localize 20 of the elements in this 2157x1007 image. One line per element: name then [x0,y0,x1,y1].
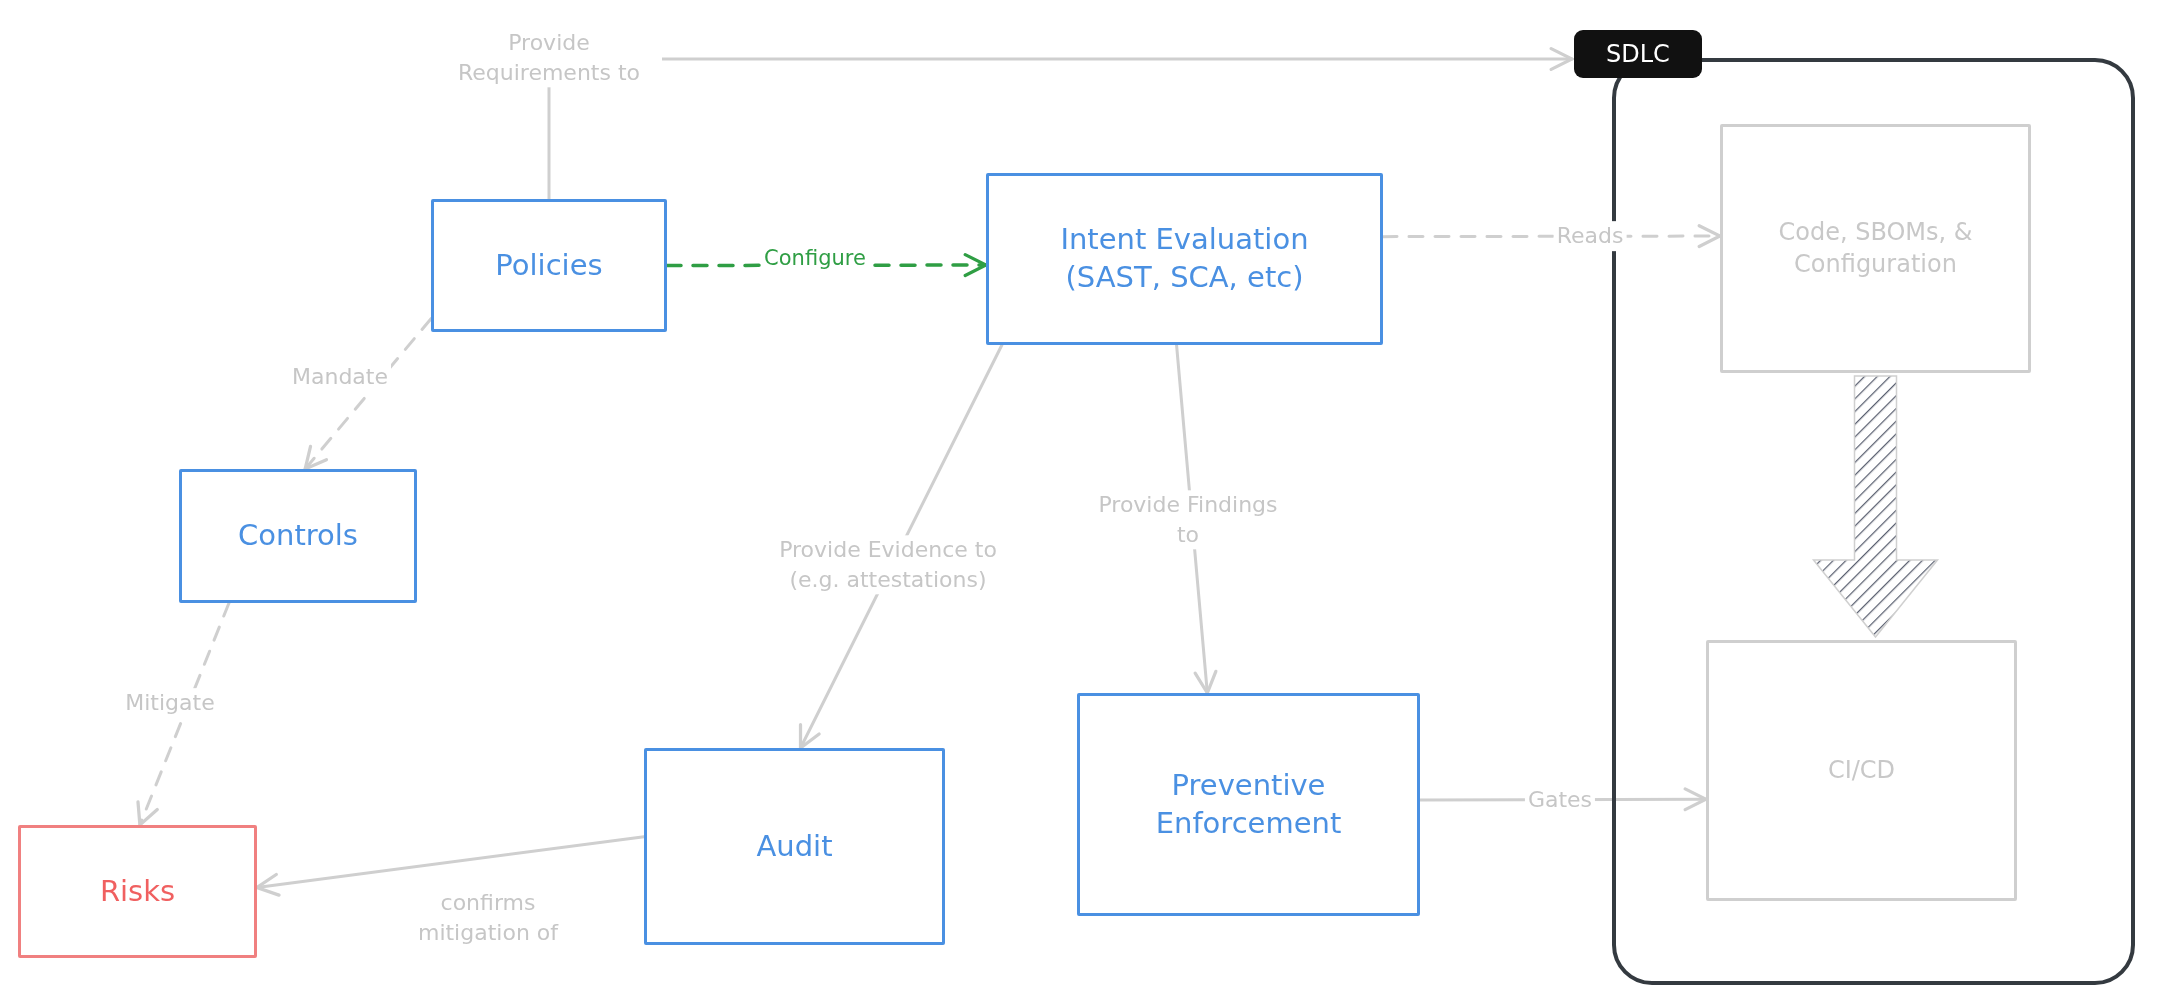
arrow [255,835,646,897]
process-box [431,199,667,332]
process-box [986,173,1383,345]
process-box [644,748,945,945]
container-tab: SDLC [1574,30,1702,78]
edge-label: Reads [1553,221,1627,251]
node-label: Audit [756,827,833,865]
process-box [1077,693,1420,916]
arrow [303,317,433,471]
process-box [179,469,417,603]
artifact-box [1706,640,2017,901]
risk-box [18,825,257,958]
artifact-box [1720,124,2031,373]
node-label: Preventive Enforcement [1154,766,1343,842]
node-label: Risks [99,872,176,910]
node-label: Controls [238,517,358,555]
arrow [136,601,231,827]
block-arrow [1811,375,1940,639]
node-label: Policies [495,246,603,284]
node-label: Intent Evaluation (SAST, SCA, etc) [1059,221,1310,296]
